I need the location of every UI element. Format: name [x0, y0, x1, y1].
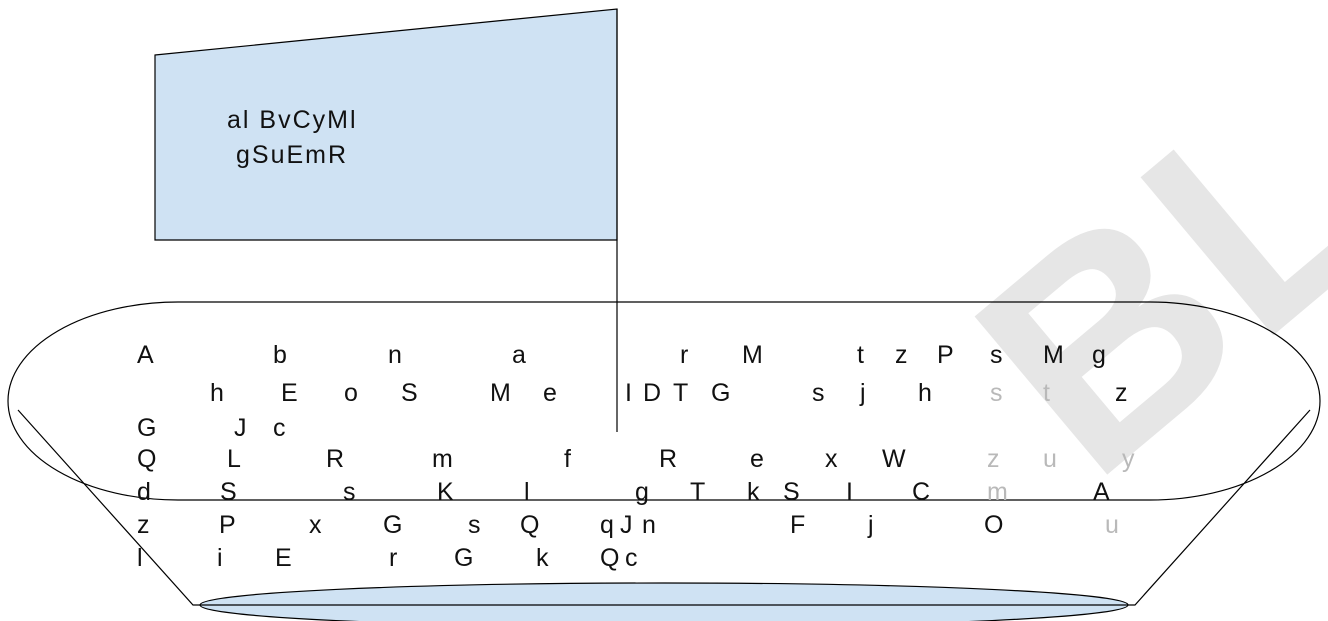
boat-letter: K: [437, 478, 454, 506]
boat-letter: M: [1043, 341, 1064, 369]
boat-letter: G: [454, 544, 473, 572]
boat-letter: o: [344, 379, 358, 407]
boat-letter: j: [867, 511, 874, 539]
water-ellipse: [199, 582, 1129, 621]
boat-letter: k: [536, 544, 549, 572]
boat-letter: T: [673, 379, 688, 407]
boat-letter: s: [812, 379, 825, 407]
boat-letter: t: [1043, 379, 1050, 407]
boat-letter: R: [659, 445, 677, 473]
boat-letter: E: [281, 379, 298, 407]
boat-letter: C: [912, 478, 930, 506]
boat-letter: d: [137, 478, 151, 506]
boat-letter: r: [389, 544, 397, 572]
boat-letter: O: [984, 511, 1003, 539]
boat-letter: I: [625, 379, 632, 407]
boat-letter: s: [343, 478, 356, 506]
boat-letter: r: [680, 341, 688, 369]
boat-letter: I: [846, 478, 853, 506]
boat-letter: e: [750, 445, 764, 473]
boat-letter: s: [990, 341, 1003, 369]
boat-letter: b: [273, 341, 287, 369]
boat-letter: G: [137, 414, 156, 442]
boat-letter: F: [790, 511, 805, 539]
boat-letter: u: [1043, 445, 1057, 473]
boat-letter: z: [987, 445, 1000, 473]
boat-letter: M: [742, 341, 763, 369]
boat-letter: a: [512, 341, 526, 369]
boat-letter: x: [825, 445, 838, 473]
boat-letter: Q: [137, 445, 156, 473]
boat-letter: R: [326, 445, 344, 473]
boat-letter: h: [210, 379, 224, 407]
boat-deck-outline: [7, 301, 1321, 501]
boat-letter: P: [937, 341, 954, 369]
boat-letter: g: [1092, 341, 1106, 369]
boat-letter: S: [401, 379, 418, 407]
boat-letter: z: [137, 511, 150, 539]
boat-letter: M: [490, 379, 511, 407]
boat-letter: G: [711, 379, 730, 407]
boat-letter: m: [987, 478, 1008, 506]
boat-letter: m: [432, 445, 453, 473]
boat-letter: D: [643, 379, 661, 407]
boat-letter: Q: [520, 511, 539, 539]
boat-letter: s: [990, 379, 1003, 407]
boat-letter: n: [642, 511, 656, 539]
boat-letter: z: [1115, 379, 1128, 407]
boat-letter: y: [1122, 445, 1135, 473]
boat-letter: S: [783, 478, 800, 506]
boat-letter: k: [747, 478, 760, 506]
boat-letter: P: [219, 511, 236, 539]
boat-letter: t: [857, 341, 864, 369]
boat-letter: Q: [600, 544, 619, 572]
boat-letter: T: [690, 478, 705, 506]
boat-letter: x: [309, 511, 322, 539]
boat-letter: A: [1093, 478, 1110, 506]
boat-letter: h: [918, 379, 932, 407]
boat-letter: J: [234, 414, 247, 442]
boat-letter: i: [217, 544, 223, 572]
boat-letter: S: [220, 478, 237, 506]
flag-text-line-1: al BvCyMl: [227, 106, 358, 134]
boat-letter: c: [625, 544, 638, 572]
boat-letter: q: [600, 511, 614, 539]
boat-letter: g: [635, 478, 649, 506]
boat-letter: E: [275, 544, 292, 572]
flag-shape: [154, 8, 618, 241]
boat-letter: n: [388, 341, 402, 369]
flag-text-line-2: gSuEmR: [236, 141, 348, 169]
boat-letter: c: [273, 414, 286, 442]
hull-outline: [17, 409, 1311, 606]
boat-letter: e: [543, 379, 557, 407]
boat-letter: u: [1105, 511, 1119, 539]
boat-letter: f: [564, 445, 571, 473]
boat-letter: z: [895, 341, 908, 369]
boat-letter: W: [882, 445, 906, 473]
boat-letter: l: [524, 478, 530, 506]
boat-letter: j: [859, 379, 866, 407]
boat-letter: A: [137, 341, 154, 369]
boat-letter: s: [468, 511, 481, 539]
boat-letter: l: [137, 544, 143, 572]
boat-letter: L: [227, 445, 241, 473]
boat-letter: J: [620, 511, 633, 539]
boat-letter: G: [383, 511, 402, 539]
